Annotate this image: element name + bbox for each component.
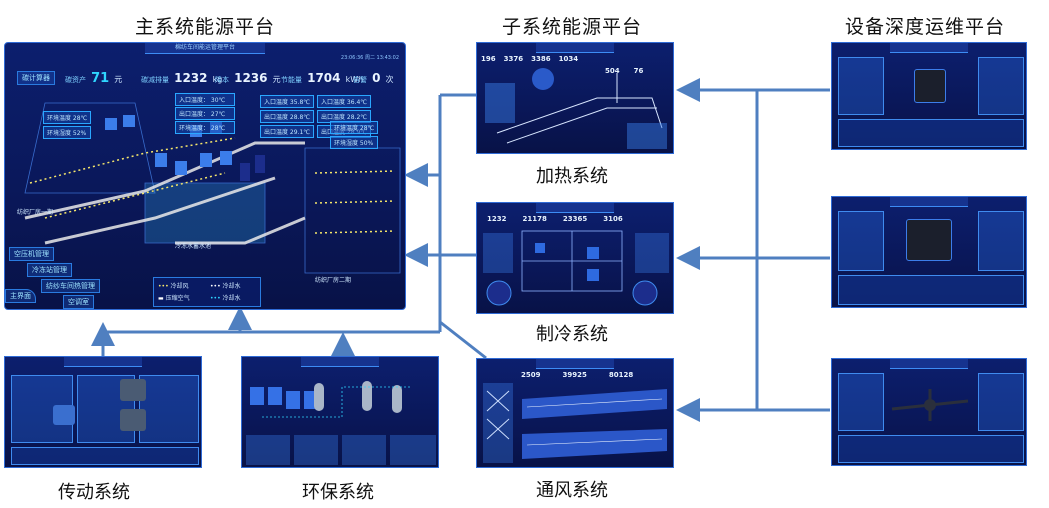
cooling-panel-titlebar bbox=[535, 203, 615, 213]
label-environmental: 环保系统 bbox=[302, 482, 374, 503]
heading-main-platform: 主系统能源平台 bbox=[135, 16, 276, 38]
env-left-readings: 环境温度 28℃ 环境湿度 52% bbox=[43, 111, 92, 139]
heating-schematic bbox=[485, 68, 667, 149]
cooling-schematic bbox=[483, 230, 669, 306]
motor-icon-2 bbox=[120, 409, 146, 431]
main-panel-title: 棉纺车间能运管理平台 bbox=[145, 43, 265, 54]
om-panel-1[interactable] bbox=[831, 42, 1027, 150]
home-button[interactable]: 主界面 bbox=[5, 289, 36, 303]
om1-chart-strip bbox=[838, 119, 1024, 147]
nav-refrigeration[interactable]: 冷冻站管理 bbox=[27, 263, 72, 277]
label-ventilation: 通风系统 bbox=[536, 480, 608, 501]
area-two-label: 纺织厂房二期 bbox=[315, 277, 352, 284]
ventilation-panel-titlebar bbox=[535, 359, 615, 369]
transmission-tile-3 bbox=[139, 375, 199, 443]
om1-stats-right bbox=[978, 57, 1024, 115]
ceiling-fan-icon bbox=[891, 389, 969, 421]
metric-cost-reduction: 降本 1236 元 bbox=[215, 71, 281, 85]
motor-icon bbox=[120, 379, 146, 401]
label-transmission: 传动系统 bbox=[58, 482, 130, 503]
transmission-trend-strip bbox=[11, 447, 199, 465]
ventilation-metrics: 2509 39925 80128 bbox=[521, 371, 634, 379]
om3-stats-left bbox=[838, 373, 884, 431]
metric-energy-saving: 节能量 1704 kWh bbox=[281, 71, 364, 85]
legend-item-cooling-air: ••• 冷却风 bbox=[158, 283, 189, 290]
subsystem-panel-cooling[interactable]: 1232 21178 23365 3106 bbox=[476, 202, 674, 314]
om-panel-2[interactable] bbox=[831, 196, 1027, 308]
heading-sub-platform: 子系统能源平台 bbox=[502, 16, 643, 38]
legend-box: ••• 冷却风 ••• 冷却水 ▬ 压缩空气 ••• 冷却水 bbox=[153, 277, 261, 307]
heating-metrics: 196 3376 3386 1034 bbox=[481, 55, 579, 63]
nav-air-compressor[interactable]: 空压机管理 bbox=[9, 247, 54, 261]
metric-carbon-asset: 碳资产 71 元 bbox=[65, 71, 123, 86]
legend-item-cooling-water-a: ••• 冷却水 bbox=[210, 283, 241, 290]
drive-icon bbox=[53, 405, 75, 425]
legend-item-cooling-water-b: ••• 冷却水 bbox=[210, 295, 241, 302]
om2-chart-strip bbox=[838, 275, 1024, 305]
nav-spinning-heat[interactable]: 纺纱车间热管理 bbox=[41, 279, 100, 293]
subsystem-panel-ventilation[interactable]: 2509 39925 80128 bbox=[476, 358, 674, 468]
legend-item-compressed-air: ▬ 压缩空气 bbox=[158, 295, 190, 302]
factory-schematic bbox=[24, 102, 401, 274]
om-panel-3-titlebar bbox=[890, 359, 968, 369]
cold-water-label: 冷冻水蓄水池 bbox=[175, 243, 212, 250]
nav-ac-room[interactable]: 空调室 bbox=[63, 295, 94, 309]
environmental-schematic bbox=[246, 381, 436, 465]
om2-stats-left bbox=[838, 211, 884, 271]
om3-stats-right bbox=[978, 373, 1024, 431]
metric-carbon-reduction: 碳减排量 1232 kg bbox=[141, 71, 223, 85]
env-right-readings: 环境温度 28℃ 环境湿度 50% bbox=[330, 121, 379, 149]
label-heating: 加热系统 bbox=[536, 166, 608, 187]
heading-om-platform: 设备深度运维平台 bbox=[845, 16, 1006, 38]
fan-device-icon bbox=[906, 219, 952, 261]
subsystem-panel-transmission[interactable] bbox=[4, 356, 202, 468]
transmission-panel-titlebar bbox=[63, 357, 143, 367]
om1-stats-left bbox=[838, 57, 884, 115]
subsystem-panel-heating[interactable]: 196 3376 3386 1034 504 76 bbox=[476, 42, 674, 154]
cooling-metrics: 1232 21178 23365 3106 bbox=[487, 215, 623, 223]
pump-device-icon bbox=[914, 69, 946, 103]
om-panel-1-titlebar bbox=[890, 43, 968, 53]
metric-alarm: 告警 0 次 bbox=[353, 71, 394, 85]
ventilation-schematic bbox=[483, 383, 667, 463]
carbon-calculator-button[interactable]: 碳计算器 bbox=[17, 71, 55, 85]
om3-chart-strip bbox=[838, 435, 1024, 463]
main-platform-panel[interactable]: 棉纺车间能运管理平台 23:06:36 周二 13:43:02 碳计算器 碳资产… bbox=[4, 42, 406, 310]
om-panel-2-titlebar bbox=[890, 197, 968, 207]
center-readings: 入口温度： 30℃ 出口温度： 27℃ 环境温度： 28℃ bbox=[175, 93, 235, 134]
heating-panel-titlebar bbox=[535, 43, 615, 53]
label-cooling: 制冷系统 bbox=[536, 324, 608, 345]
subsystem-panel-environmental[interactable] bbox=[241, 356, 439, 468]
om-panel-3[interactable] bbox=[831, 358, 1027, 466]
link-ventilation-diag bbox=[439, 320, 487, 360]
main-panel-timestamp: 23:06:36 周二 13:43:02 bbox=[340, 55, 399, 61]
environmental-panel-titlebar bbox=[300, 357, 380, 367]
om2-stats-right bbox=[978, 211, 1024, 271]
heating-metrics-2: 504 76 bbox=[605, 67, 644, 75]
area-one-label: 纺织厂房一期 bbox=[17, 209, 54, 216]
